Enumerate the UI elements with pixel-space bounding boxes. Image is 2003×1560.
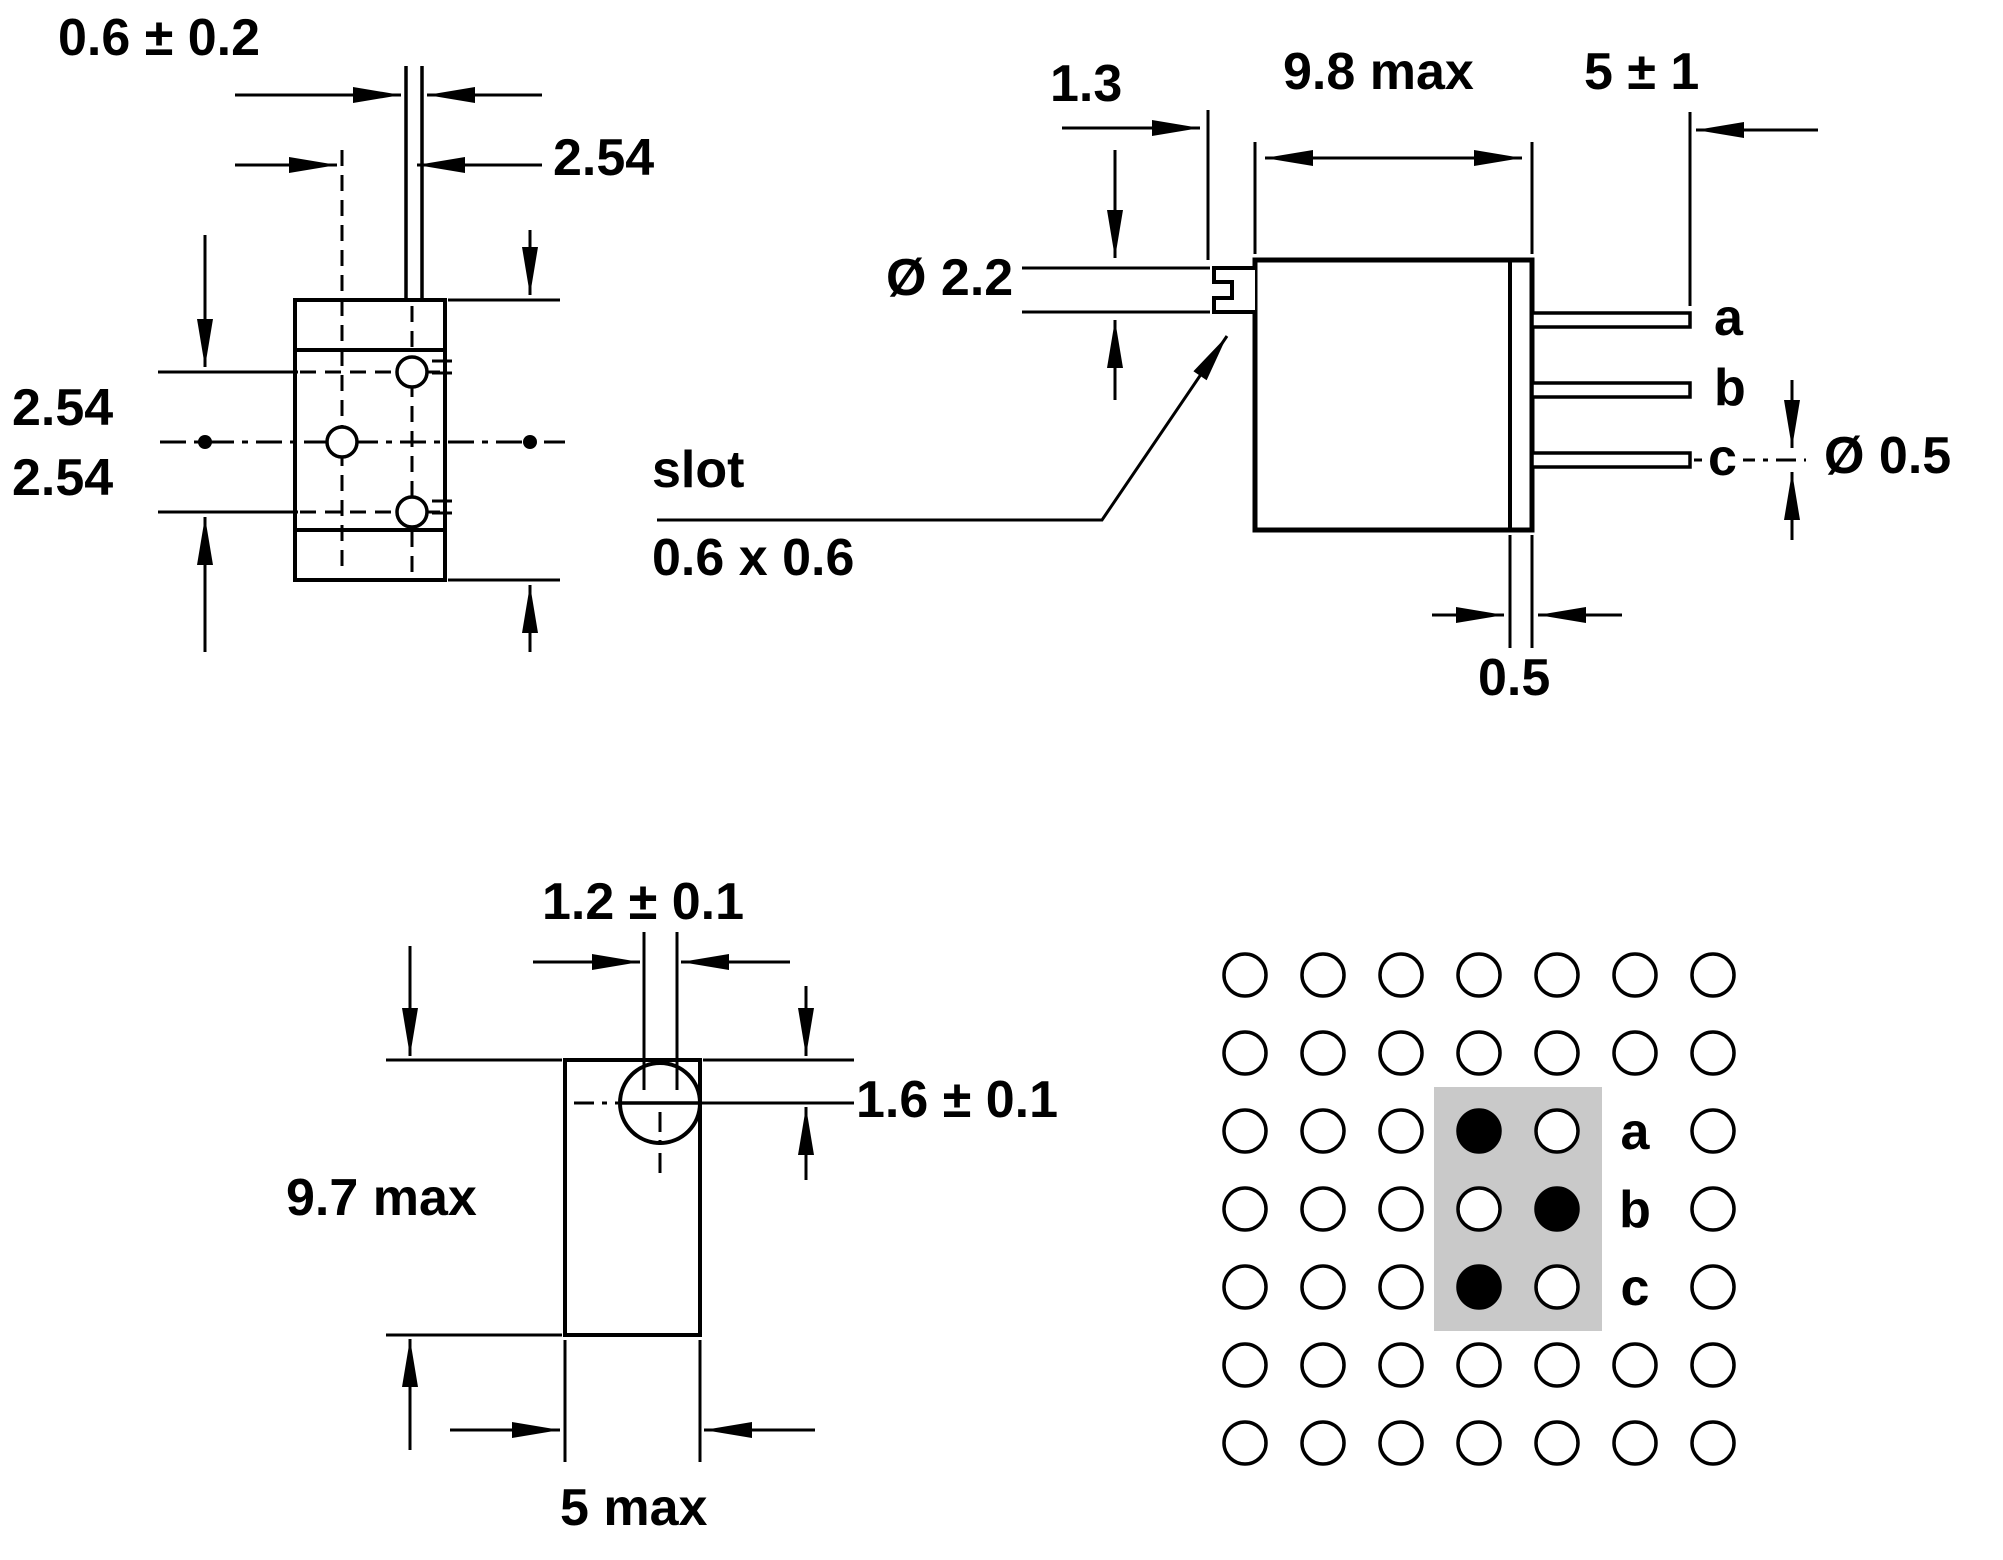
slot-leader-line — [657, 335, 1229, 522]
dim-side-collar-dia: Ø 2.2 — [886, 249, 1014, 307]
pcb-hole — [1378, 1186, 1424, 1232]
pcb-hole-grid: abc — [1222, 952, 1736, 1466]
dim-top-col-pitch: 2.54 — [553, 129, 655, 187]
pin-label-a: a — [1714, 289, 1743, 347]
dim-side-pin-dia: Ø 0.5 — [1824, 427, 1952, 485]
pcb-hole — [1456, 1420, 1502, 1466]
dim-profile-body-width: 5 max — [560, 1479, 708, 1537]
pcb-hole — [1300, 1108, 1346, 1154]
pcb-hole — [1300, 1420, 1346, 1466]
pcb-hole — [1456, 1342, 1502, 1388]
centerline-dot — [523, 435, 537, 449]
dim-side-body-length: 9.8 max — [1283, 43, 1474, 101]
pcb-hole — [1690, 1264, 1736, 1310]
pcb-hole — [1378, 1420, 1424, 1466]
pcb-hole — [1612, 1342, 1658, 1388]
pcb-row-label-b: b — [1619, 1181, 1651, 1239]
pin-c-shape — [1530, 451, 1692, 469]
pin-label-c: c — [1702, 429, 1743, 488]
pcb-hole — [1534, 1108, 1580, 1154]
adjuster-collar-slot — [1212, 266, 1255, 314]
centerline-dot — [198, 435, 212, 449]
dim-side-pin-length: 5 ± 1 — [1584, 43, 1700, 101]
pcb-hole — [1222, 1264, 1268, 1310]
top-view — [158, 66, 565, 652]
pcb-hole — [1690, 952, 1736, 998]
dim-profile-slot-offset: 1.6 ± 0.1 — [856, 1071, 1059, 1129]
pcb-hole — [1690, 1420, 1736, 1466]
pcb-row-label-c: c — [1621, 1259, 1650, 1317]
dim-top-slot-width: 0.6 ± 0.2 — [58, 9, 261, 67]
dim-profile-slot-width: 1.2 ± 0.1 — [542, 873, 745, 931]
pcb-hole — [1456, 952, 1502, 998]
pcb-hole-filled — [1456, 1108, 1502, 1154]
pcb-hole — [1300, 1186, 1346, 1232]
pin-c-hole — [395, 495, 429, 529]
pin-a-hole — [395, 355, 429, 389]
pcb-hole — [1222, 1186, 1268, 1232]
side-view — [657, 110, 1818, 648]
pcb-hole — [1534, 1342, 1580, 1388]
pcb-hole — [1612, 1030, 1658, 1076]
pcb-hole — [1690, 1342, 1736, 1388]
pcb-hole — [1690, 1186, 1736, 1232]
dim-side-flange: 0.5 — [1478, 649, 1551, 707]
pcb-hole — [1534, 952, 1580, 998]
pcb-hole-filled — [1456, 1264, 1502, 1310]
profile-view — [386, 932, 854, 1462]
pcb-hole — [1612, 952, 1658, 998]
pcb-hole — [1300, 952, 1346, 998]
pin-b-hole — [325, 425, 359, 459]
pcb-hole — [1690, 1108, 1736, 1154]
pcb-hole — [1222, 1342, 1268, 1388]
pcb-row-label-a: a — [1621, 1103, 1651, 1161]
pin-label-b: b — [1714, 359, 1746, 417]
profile-view-dimension-lines — [386, 946, 854, 1462]
pcb-hole — [1378, 1264, 1424, 1310]
pcb-hole — [1300, 1264, 1346, 1310]
top-view-dimension-lines — [158, 87, 560, 652]
top-view-body-outline — [293, 298, 447, 582]
pcb-hole — [1378, 1030, 1424, 1076]
pcb-hole — [1456, 1186, 1502, 1232]
pcb-hole — [1690, 1030, 1736, 1076]
pcb-hole — [1300, 1342, 1346, 1388]
dim-top-row-pitch-1: 2.54 — [12, 379, 114, 437]
pcb-hole-filled — [1534, 1186, 1580, 1232]
dim-side-collar-offset: 1.3 — [1050, 55, 1123, 113]
pin-b-shape — [1530, 381, 1692, 399]
pcb-hole — [1612, 1420, 1658, 1466]
pcb-hole — [1534, 1420, 1580, 1466]
label-slot-size: 0.6 x 0.6 — [652, 529, 855, 587]
side-view-dimension-lines — [657, 110, 1818, 648]
pcb-hole — [1534, 1030, 1580, 1076]
pcb-hole — [1222, 1420, 1268, 1466]
pcb-hole — [1222, 952, 1268, 998]
dim-top-row-pitch-2: 2.54 — [12, 449, 114, 507]
pcb-hole — [1378, 952, 1424, 998]
pcb-hole — [1222, 1030, 1268, 1076]
side-view-body-outline — [1252, 257, 1535, 533]
pcb-hole — [1378, 1342, 1424, 1388]
dim-profile-body-height: 9.7 max — [286, 1169, 477, 1227]
pcb-hole — [1300, 1030, 1346, 1076]
pcb-hole — [1222, 1108, 1268, 1154]
pcb-hole — [1534, 1264, 1580, 1310]
pcb-hole — [1456, 1030, 1502, 1076]
label-slot-word: slot — [652, 441, 745, 499]
pcb-hole — [1378, 1108, 1424, 1154]
pcb-pattern-view: abc — [1222, 952, 1736, 1466]
pin-a-shape — [1530, 311, 1692, 329]
